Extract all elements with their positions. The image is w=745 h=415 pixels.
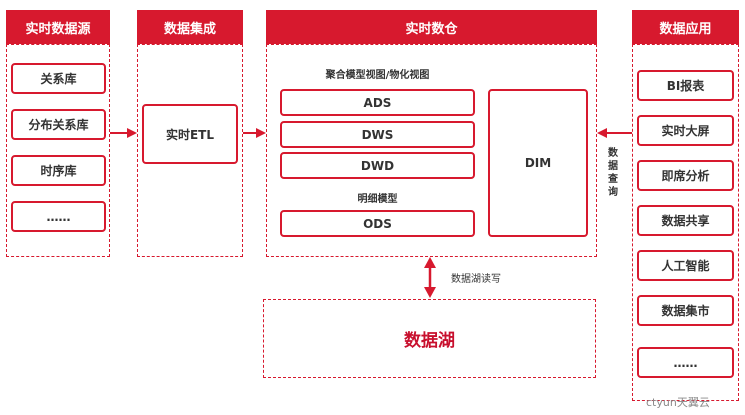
data-lake-label: 数据湖 <box>404 331 455 351</box>
etl-box: 实时ETL <box>142 104 238 164</box>
sources-panel <box>6 44 110 257</box>
app-item: BI报表 <box>637 70 734 101</box>
source-item: 分布关系库 <box>11 109 106 140</box>
lake-rw-label: 数据湖读写 <box>451 274 501 285</box>
app-item: 实时大屏 <box>637 115 734 146</box>
sources-header: 实时数据源 <box>6 10 110 44</box>
layer-ads: ADS <box>280 89 475 116</box>
arrowhead <box>597 128 607 138</box>
arrowhead <box>256 128 266 138</box>
app-item: …… <box>637 347 734 378</box>
query-label-char: 据 <box>608 161 618 172</box>
detail-model-label: 明细模型 <box>357 194 398 205</box>
layer-ods: ODS <box>280 210 475 237</box>
integration-panel <box>137 44 243 257</box>
layer-dws: DWS <box>280 121 475 148</box>
aggregate-model-label: 聚合模型视图/物化视图 <box>325 70 430 81</box>
arrowhead <box>424 287 436 298</box>
source-item: 关系库 <box>11 63 106 94</box>
layer-dwd: DWD <box>280 152 475 179</box>
source-item: …… <box>11 201 106 232</box>
watermark-text: ctyun天翼云 <box>646 396 710 409</box>
query-label-char: 询 <box>608 187 618 198</box>
source-item: 时序库 <box>11 155 106 186</box>
arrowhead <box>424 257 436 268</box>
layer-dim: DIM <box>488 89 588 237</box>
app-item: 即席分析 <box>637 160 734 191</box>
apps-header: 数据应用 <box>632 10 739 44</box>
query-label: 数 据 查 询 <box>605 147 621 199</box>
warehouse-header: 实时数仓 <box>266 10 597 44</box>
app-item: 数据共享 <box>637 205 734 236</box>
arrowhead <box>127 128 137 138</box>
app-item: 数据集市 <box>637 295 734 326</box>
query-label-char: 查 <box>608 174 618 185</box>
app-item: 人工智能 <box>637 250 734 281</box>
integration-header: 数据集成 <box>137 10 243 44</box>
query-label-char: 数 <box>608 148 618 159</box>
data-lake-panel <box>263 299 596 378</box>
apps-panel <box>632 44 739 401</box>
warehouse-panel <box>266 44 597 257</box>
